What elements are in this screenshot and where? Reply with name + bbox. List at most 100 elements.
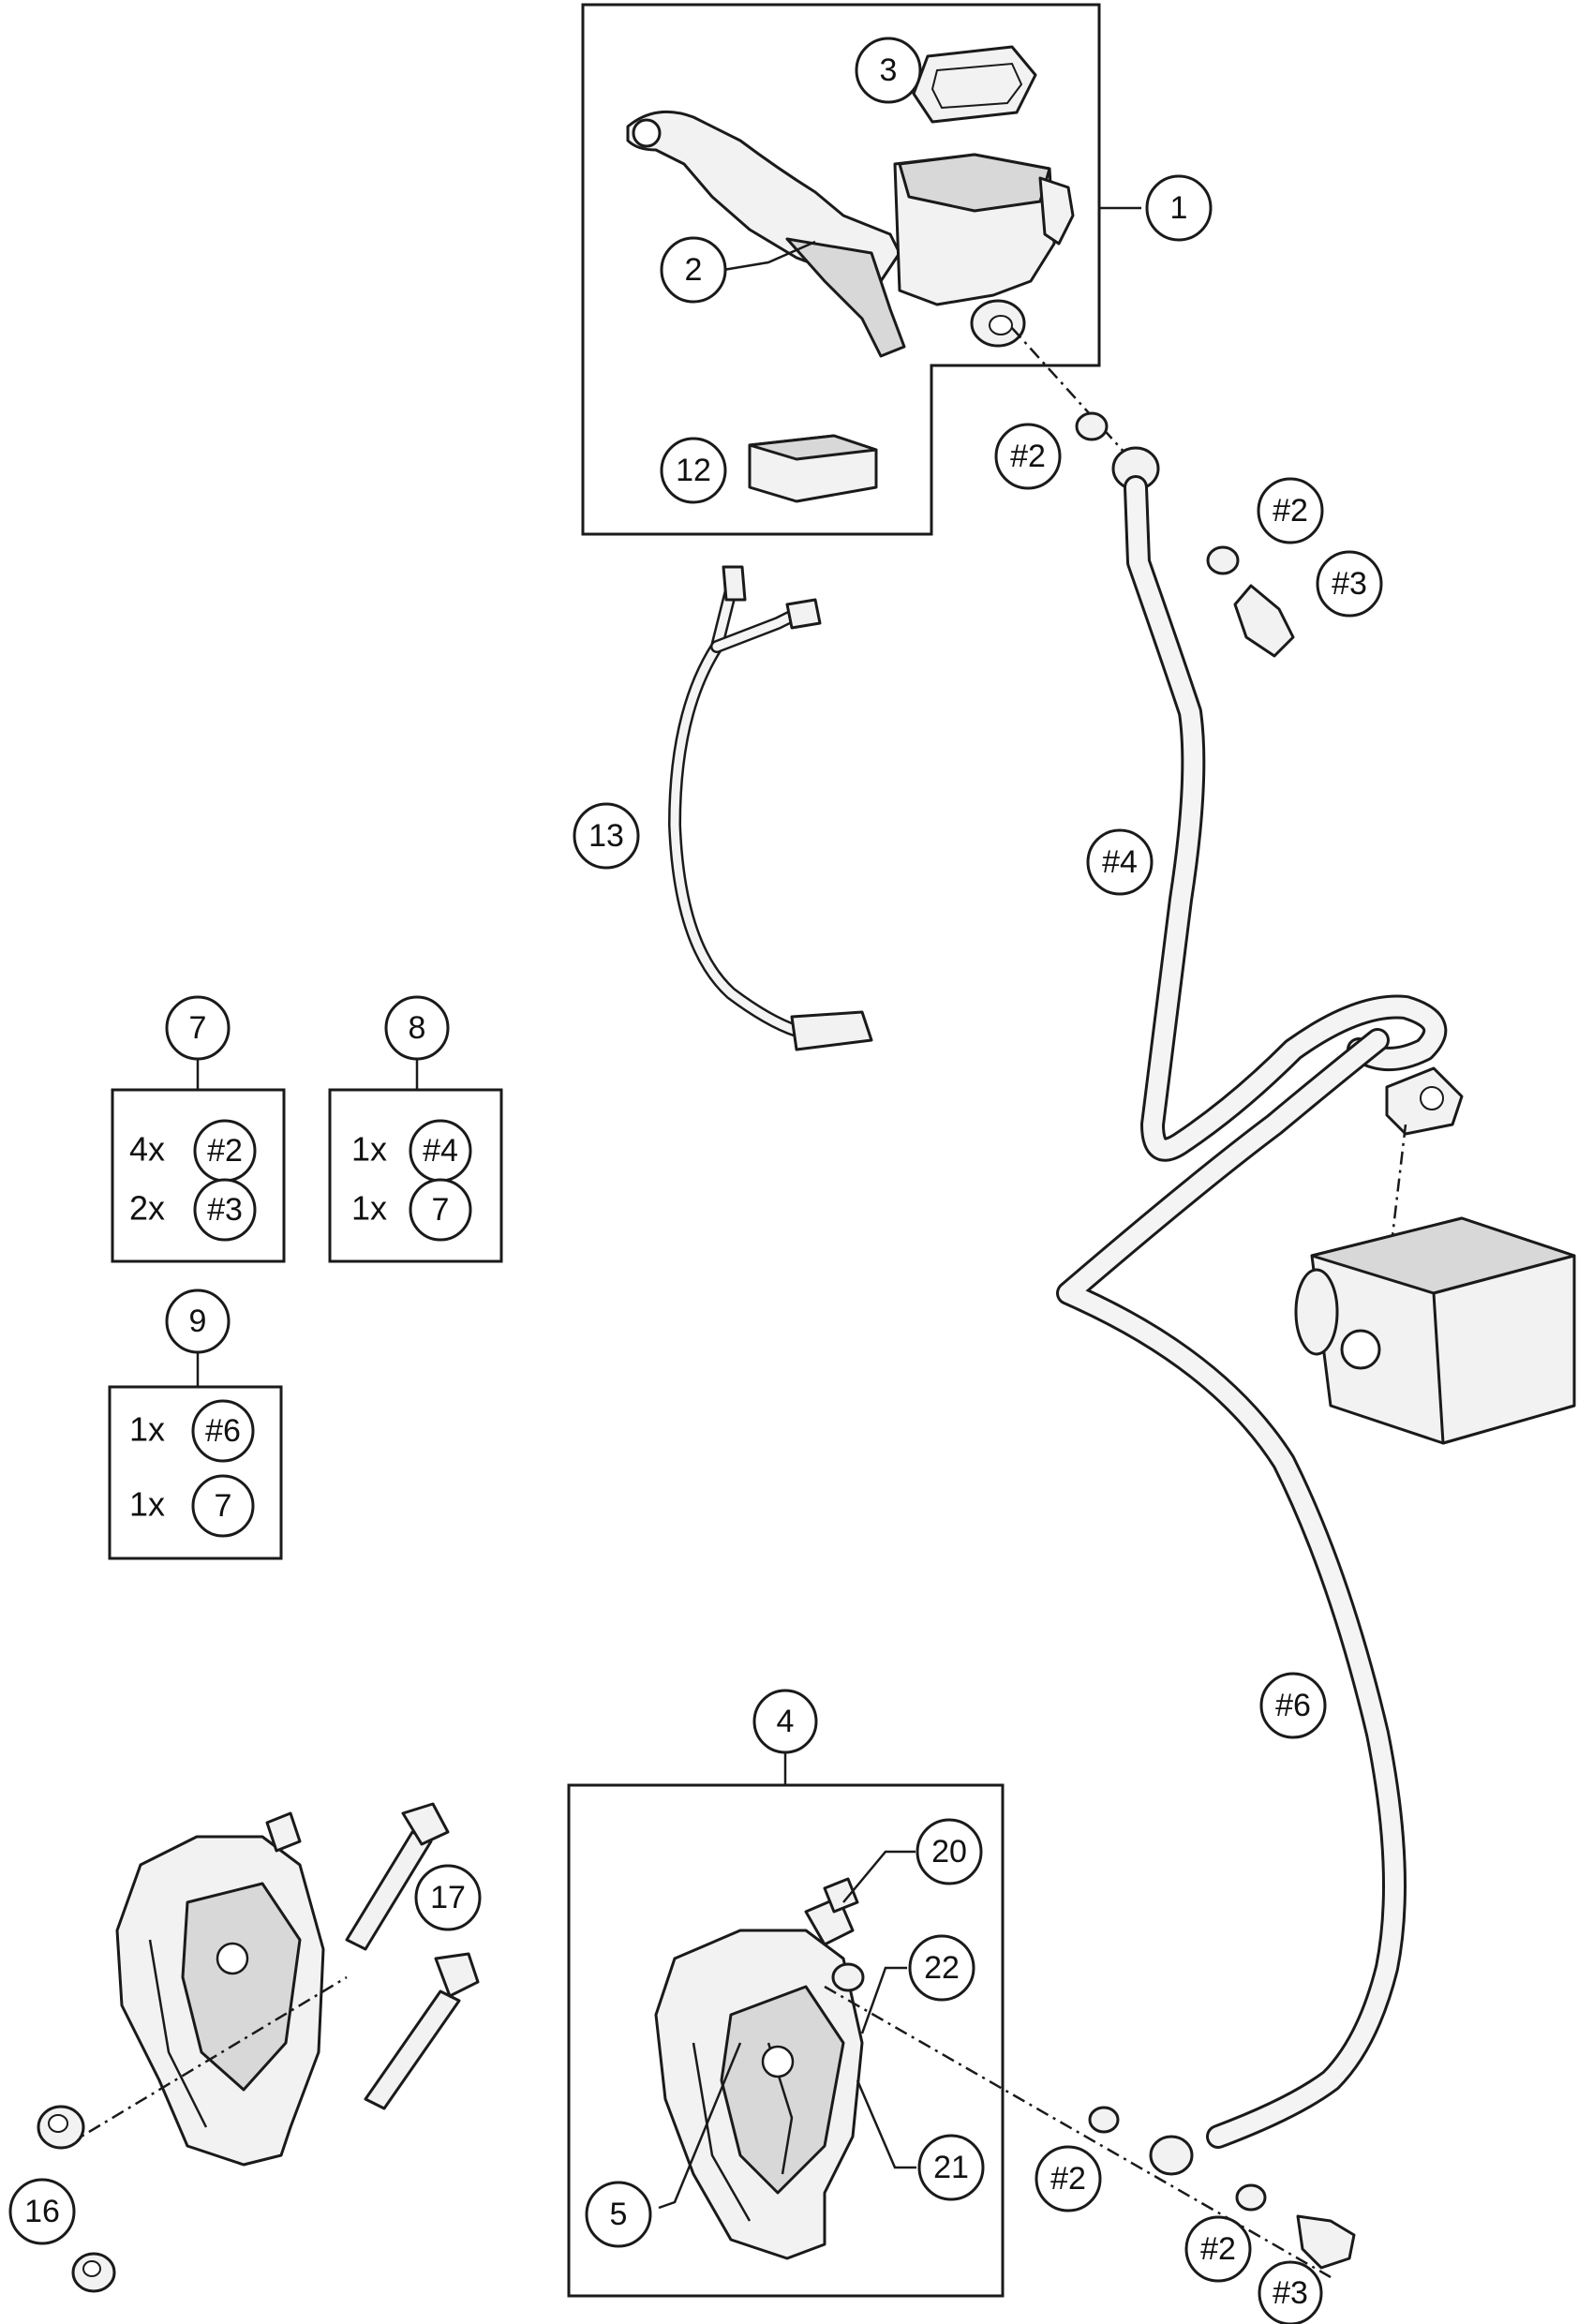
svg-text:#3: #3 (1332, 566, 1367, 602)
callout-13[interactable]: 13 (573, 802, 640, 870)
brake-caliper-illustration (654, 1929, 864, 2260)
svg-text:#3: #3 (1273, 2275, 1308, 2311)
callout-2[interactable]: 2 (660, 236, 727, 304)
caliper-bolt-upper (345, 1802, 450, 1951)
master-cylinder-group-frame (581, 3, 1101, 536)
callout-hash2-c[interactable]: #2 (1035, 2145, 1102, 2212)
callout-21[interactable]: 21 (917, 2134, 985, 2201)
callout-1[interactable]: 1 (1145, 174, 1213, 242)
callout-22[interactable]: 22 (908, 1934, 975, 2002)
svg-text:12: 12 (676, 453, 711, 488)
svg-text:21: 21 (933, 2150, 969, 2185)
svg-text:#2: #2 (1200, 2231, 1236, 2267)
svg-text:7: 7 (215, 1488, 232, 1524)
kit-8-row-1-ref[interactable]: #4 (409, 1119, 472, 1183)
kit-9-row-1-ref[interactable]: #6 (191, 1399, 255, 1463)
callout-16[interactable]: 16 (8, 2178, 76, 2245)
leader-20 (842, 1850, 916, 1903)
svg-text:5: 5 (610, 2197, 628, 2232)
axis-line-mount-bolt (65, 1975, 348, 2148)
svg-text:17: 17 (430, 1880, 466, 1915)
bleeder-valve-illustration (804, 1877, 859, 1946)
washer-bottom-2 (1235, 2183, 1267, 2212)
abs-hose-fitting (1385, 1066, 1464, 1136)
svg-text:2: 2 (685, 252, 703, 288)
brake-hose-4 (1124, 475, 1448, 1162)
kit-9-row-2-ref[interactable]: 7 (191, 1474, 255, 1538)
svg-text:#2: #2 (207, 1133, 243, 1169)
callout-20[interactable]: 20 (916, 1818, 983, 1885)
kit-9-box (108, 1385, 283, 1560)
kit-7-row-1-qty: 4x (129, 1130, 165, 1169)
svg-text:20: 20 (931, 1834, 967, 1870)
callout-5[interactable]: 5 (585, 2181, 652, 2248)
axis-line-master-outlet (1011, 327, 1144, 474)
leader-2 (722, 240, 816, 272)
caliper-banjo-port (831, 1962, 865, 1992)
kit-8-row-2-ref[interactable]: 7 (409, 1178, 472, 1242)
kit-7-row-2-qty: 2x (129, 1189, 165, 1228)
callout-hash4[interactable]: #4 (1086, 828, 1154, 896)
kit-7-row-2-ref[interactable]: #3 (193, 1178, 257, 1242)
svg-text:#6: #6 (205, 1413, 241, 1449)
svg-text:4: 4 (777, 1704, 795, 1739)
callout-7[interactable]: 7 (165, 995, 231, 1061)
master-cylinder-body (893, 153, 1075, 348)
kit-7-row-1-ref[interactable]: #2 (193, 1119, 257, 1183)
abs-modulator-illustration (1294, 1216, 1576, 1445)
svg-text:8: 8 (409, 1010, 426, 1046)
callout-hash2-a[interactable]: #2 (994, 423, 1062, 490)
svg-text:16: 16 (24, 2194, 60, 2229)
callout-12[interactable]: 12 (660, 437, 727, 504)
caliper-mounting-illustration (115, 1811, 325, 2167)
caliper-bolt-lower (364, 1952, 480, 2110)
svg-text:#2: #2 (1273, 493, 1308, 529)
svg-text:9: 9 (189, 1304, 207, 1339)
callout-3[interactable]: 3 (855, 37, 922, 104)
svg-text:#3: #3 (207, 1192, 243, 1228)
svg-text:#6: #6 (1275, 1688, 1311, 1723)
callout-4[interactable]: 4 (752, 1689, 818, 1754)
spacer-lower (71, 2252, 116, 2293)
callout-9[interactable]: 9 (165, 1289, 231, 1354)
callout-hash2-b[interactable]: #2 (1257, 477, 1324, 544)
leader-5 (658, 2042, 742, 2210)
callout-hash2-d[interactable]: #2 (1184, 2215, 1252, 2283)
svg-text:#2: #2 (1050, 2161, 1086, 2197)
callout-hash6[interactable]: #6 (1259, 1672, 1327, 1739)
callout-8[interactable]: 8 (384, 995, 450, 1061)
callout-hash3-a[interactable]: #3 (1316, 550, 1383, 618)
washer-bottom-1 (1088, 2106, 1120, 2134)
sensor-wire-illustration (667, 565, 873, 1051)
leader-21 (856, 2079, 916, 2169)
leader-22 (860, 1966, 907, 2034)
spacer-upper (37, 2105, 85, 2150)
svg-text:#2: #2 (1010, 439, 1046, 474)
banjo-fitting-bottom (1149, 2135, 1194, 2176)
svg-text:#4: #4 (1102, 844, 1138, 880)
svg-text:1: 1 (1170, 190, 1188, 226)
washer-top-1 (1075, 411, 1109, 441)
svg-text:3: 3 (880, 52, 898, 88)
kit-9-row-2-qty: 1x (129, 1485, 165, 1524)
kit-9-row-1-qty: 1x (129, 1410, 165, 1449)
kit-7-box (111, 1088, 286, 1263)
callout-hash3-b[interactable]: #3 (1258, 2260, 1323, 2324)
callout-17[interactable]: 17 (414, 1864, 482, 1931)
brake-hose-6 (1056, 1028, 1407, 2149)
banjo-bolt-bottom (1296, 2214, 1356, 2270)
svg-text:7: 7 (189, 1010, 207, 1046)
banjo-bolt-top (1233, 584, 1295, 658)
brake-lever-illustration (626, 110, 906, 358)
washer-top-2 (1206, 545, 1240, 575)
svg-text:7: 7 (432, 1192, 450, 1228)
svg-text:22: 22 (924, 1950, 960, 1986)
kit-8-box (328, 1088, 503, 1263)
kit-8-row-2-qty: 1x (351, 1189, 387, 1228)
reservoir-diaphragm-illustration (912, 45, 1037, 124)
svg-text:13: 13 (588, 818, 624, 854)
kit-8-row-1-qty: 1x (351, 1130, 387, 1169)
axis-line-caliper (824, 1985, 1332, 2279)
brake-light-switch-illustration (748, 434, 878, 503)
